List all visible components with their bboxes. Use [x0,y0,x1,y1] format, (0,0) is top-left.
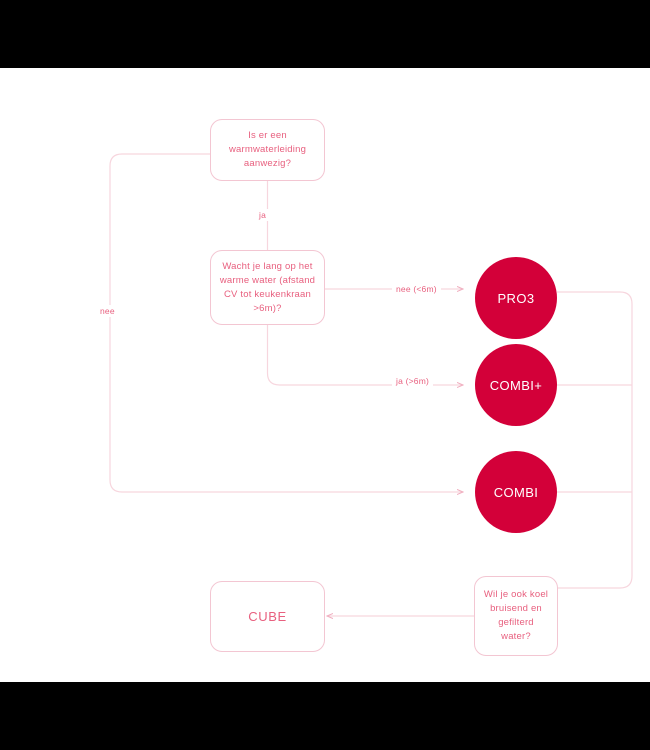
edge-label-nee-lt6m: nee (<6m) [392,283,441,295]
node-label: CUBE [248,608,287,624]
flowchart-edges [109,153,633,682]
node-question-bruisend-water[interactable]: Wil je ook koel bruisend en gefilterd wa… [474,576,558,656]
node-result-pro3[interactable]: PRO3 [475,257,557,339]
edge-label-nee: nee [96,305,119,317]
letterbox-top [0,0,650,68]
node-result-combi-plus[interactable]: COMBI+ [475,344,557,426]
node-label: PRO3 [497,290,535,306]
node-label: Wil je ook koel bruisend en gefilterd wa… [483,589,549,642]
edge-q2-ja-combiplus [266,325,464,385]
flowchart: Is er een warmwaterleiding aanwezig? Wac… [0,68,650,682]
edge-label-ja: ja [255,209,271,221]
node-result-cube[interactable]: CUBE [210,581,325,652]
letterbox-bottom [0,682,650,750]
edge-label-ja-gt6m: ja (>6m) [392,375,434,387]
node-result-combi[interactable]: COMBI [475,451,557,533]
node-label: Is er een warmwaterleiding aanwezig? [228,130,307,169]
node-label: COMBI [493,484,539,500]
node-question-wachttijd[interactable]: Wacht je lang op het warme water (afstan… [210,250,325,325]
node-label: COMBI+ [489,377,543,393]
edge-q1-nee-combi [109,153,463,492]
node-label: Wacht je lang op het warme water (afstan… [219,260,316,314]
node-question-warmwaterleiding[interactable]: Is er een warmwaterleiding aanwezig? [210,119,325,181]
edge-pro3-to-q3 [557,291,633,589]
